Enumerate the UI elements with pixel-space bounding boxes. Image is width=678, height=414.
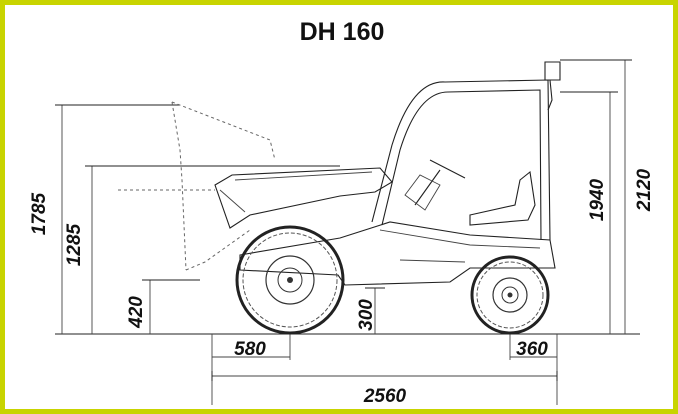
dumper-diagram: DH 160 1785 1285 420 1940 2120 300 580 3…: [29, 18, 655, 407]
dim-label-300: 300: [356, 299, 377, 331]
dumper-vehicle: [214, 61, 561, 286]
chassis: [239, 221, 556, 286]
skip-bucket: [214, 167, 393, 229]
dim-label-1940: 1940: [587, 178, 608, 221]
dim-label-2120: 2120: [634, 168, 655, 212]
dim-label-360: 360: [516, 339, 548, 360]
dim-label-1285: 1285: [64, 223, 85, 266]
front-wheel: [235, 225, 345, 335]
steering-wheel: [429, 159, 466, 179]
raised-skip-outline: [171, 101, 276, 271]
dim-label-580: 580: [234, 339, 266, 360]
seat: [469, 170, 536, 226]
rops-frame: [371, 79, 551, 241]
rear-wheel: [470, 255, 550, 335]
dim-label-420: 420: [126, 296, 147, 329]
exhaust: [544, 61, 561, 81]
diagram-title: DH 160: [300, 18, 385, 46]
dim-label-2560: 2560: [363, 386, 407, 407]
dim-label-1785: 1785: [29, 192, 50, 235]
